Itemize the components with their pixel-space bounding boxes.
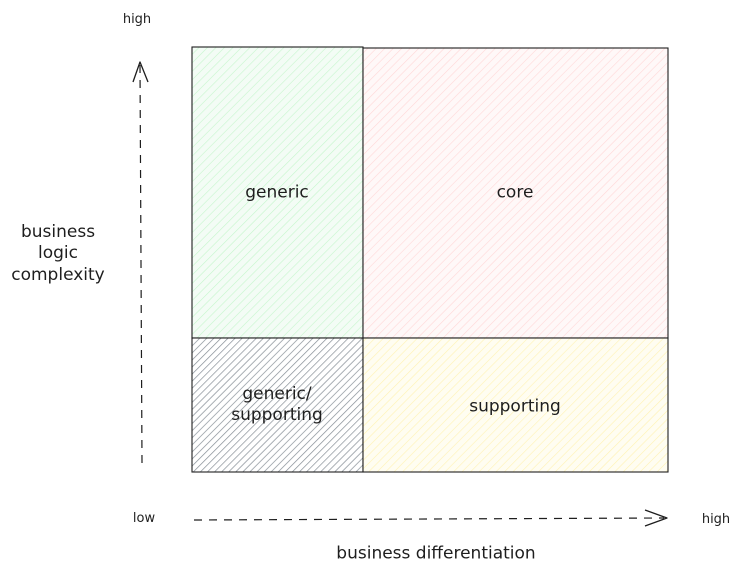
x-axis-arrow [193,509,668,527]
quadrant-generic-supporting[interactable] [191,337,364,473]
quadrant-generic-label: generic [245,182,309,203]
quadrant-generic-supporting-label: generic/ supporting [231,383,323,425]
quadrant-core[interactable] [362,47,669,339]
y-axis-title: business logic complexity [11,222,105,285]
y-axis-high-label: high [122,11,152,27]
quadrant-supporting[interactable] [362,337,669,473]
x-axis-high-label: high [701,511,731,527]
quadrant-generic[interactable] [191,46,364,339]
quadrant-core-label: core [496,182,534,203]
x-axis-low-label: low [132,510,156,526]
x-axis-title: business differentiation [336,543,536,564]
quadrant-supporting-label: supporting [469,396,561,417]
y-axis-arrow [132,61,149,464]
